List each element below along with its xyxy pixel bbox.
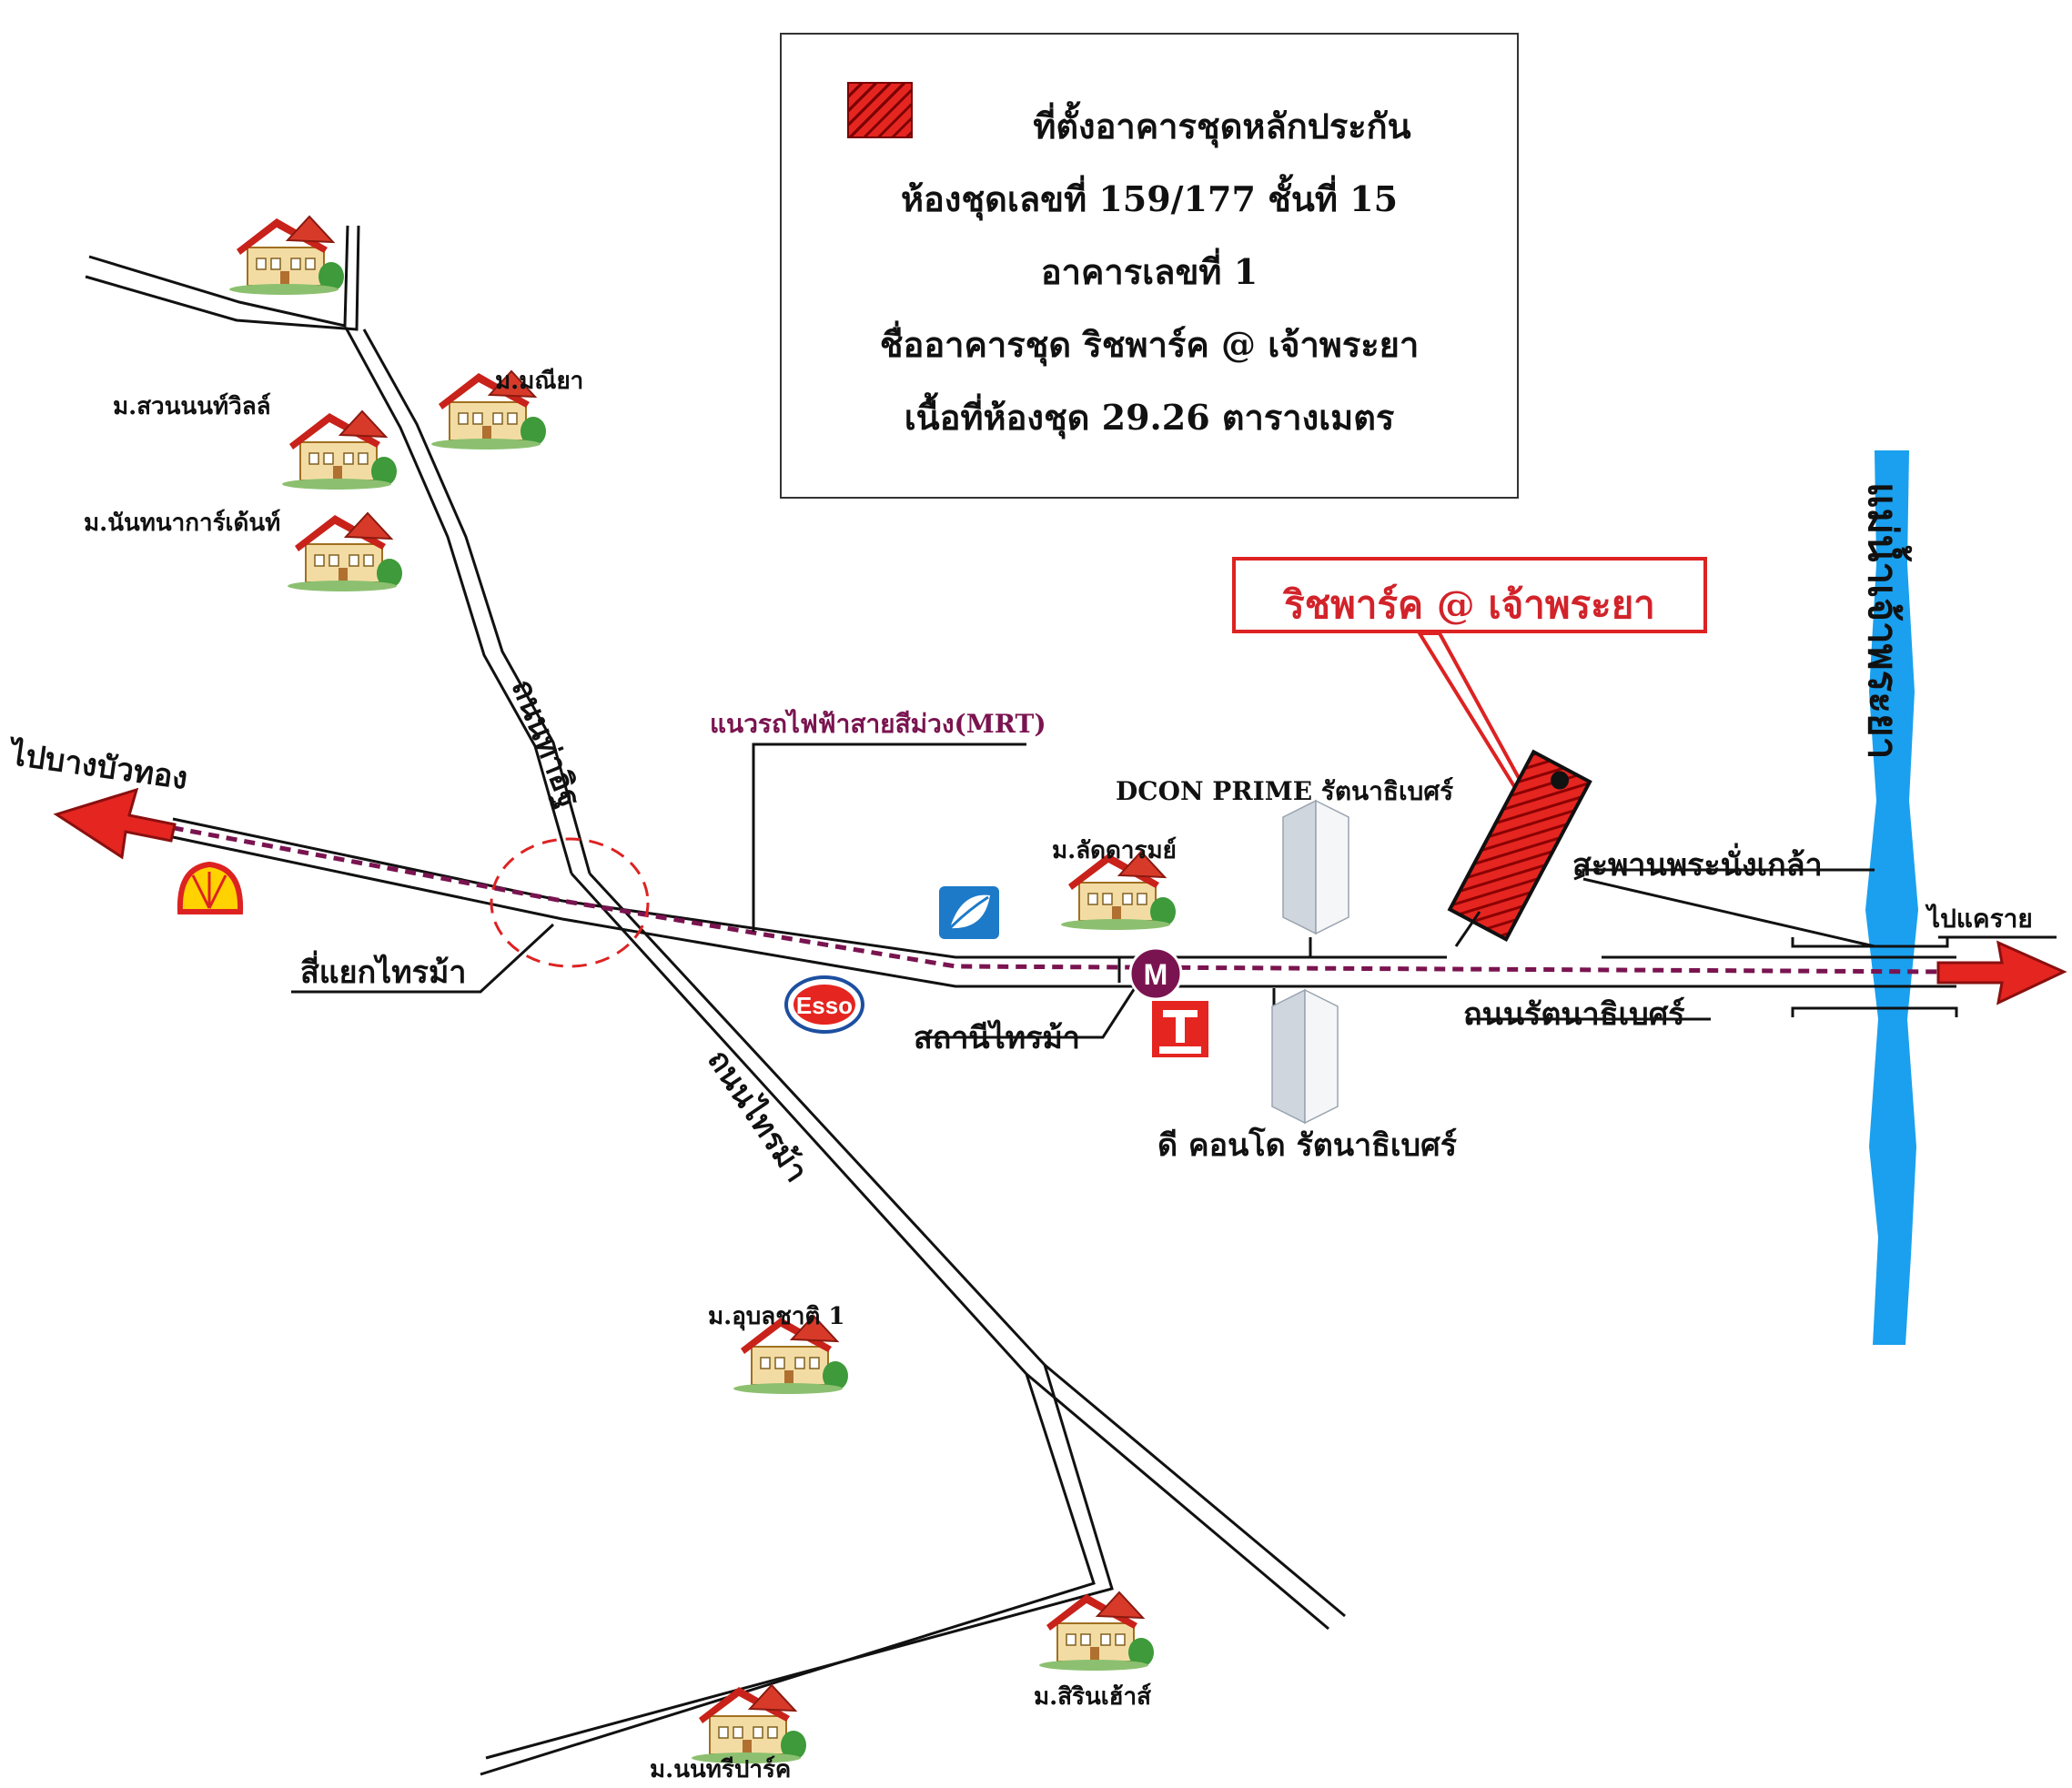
- label-sai-ma-intersection: สี่แยกไทรม้า: [300, 955, 467, 991]
- callout-label: ริชพาร์ค @ เจ้าพระยา: [1284, 582, 1655, 627]
- label-bridge: สะพานพระนั่งเกล้า: [1572, 847, 1823, 884]
- legend-title: ที่ตั้งอาคารชุดหลักประกัน: [1033, 106, 1411, 146]
- d-condo-tower: [1271, 989, 1339, 1124]
- label-village-ubon-chart: ม.อุบลชาติ 1: [708, 1303, 845, 1330]
- mrt-line: [154, 822, 1948, 975]
- leader-lines: [291, 742, 2057, 1039]
- rattanathibet-road: [172, 817, 1956, 1012]
- ptt-logo-icon: [939, 886, 999, 939]
- label-village-manee-ya: ม.มณียา: [495, 368, 584, 395]
- label-village-suan-non-villa: ม.สวนนนท์วิลล์: [113, 393, 271, 420]
- label-village-sirin-house: ม.สิรินเฮ้าส์: [1034, 1683, 1152, 1711]
- label-village-nanthana-garden: ม.นันทนาการ์เด้นท์: [84, 510, 281, 537]
- tha-it-road: [85, 225, 1346, 1776]
- legend-unit-line: ห้องชุดเลขที่ 159/177 ชั้นที่ 15: [900, 178, 1399, 219]
- mrt-logo-text: M: [1144, 958, 1168, 991]
- house-icon: [228, 216, 345, 296]
- project-building: [1447, 749, 1592, 942]
- label-rattanathibet-road: ถนนรัตนาธิเบศร์: [1463, 996, 1685, 1033]
- sai-ma-intersection-circle: [490, 837, 650, 968]
- arrow-to-khae-rai: [1936, 940, 2067, 1005]
- label-d-condo: ดี คอนโด รัตนาธิเบศร์: [1157, 1127, 1457, 1164]
- legend-area-line: เนื้อที่ห้องชุด 29.26 ตารางเมตร: [904, 397, 1395, 438]
- esso-logo-text: Esso: [796, 992, 853, 1019]
- dcon-prime-tower: [1282, 800, 1349, 934]
- label-river: แม่น้ำเจ้าพระยา: [1859, 482, 1905, 760]
- label-to-khae-rai: ไปแคราย: [1927, 904, 2033, 934]
- legend-name-line: ชื่ออาคารชุด ริชพาร์ค @ เจ้าพระยา: [879, 324, 1420, 365]
- label-sai-ma-station: สถานีไทรม้า: [914, 1020, 1080, 1056]
- label-mrt-line: แนวรถไฟฟ้าสายสีม่วง(MRT): [710, 709, 1046, 739]
- collateral-location-swatch: [847, 82, 913, 138]
- shell-logo-icon: [177, 861, 244, 914]
- label-village-nonthree-park: ม.นนทรีปาร์ค: [650, 1756, 792, 1783]
- label-village-ladda-rom: ม.ลัดดารมย์: [1052, 837, 1177, 864]
- isuzu-logo-icon: [1152, 1001, 1208, 1057]
- label-dcon-prime: DCON PRIME รัตนาธิเบศร์: [1116, 776, 1454, 806]
- project-callout: ริชพาร์ค @ เจ้าพระยา: [1232, 557, 1707, 633]
- river: [1865, 450, 1918, 1345]
- house-icon: [281, 410, 398, 490]
- mrt-station-icon: M: [1128, 946, 1183, 1001]
- house-icon: [287, 512, 403, 592]
- arrow-to-bang-bua-thong: [53, 787, 177, 860]
- legend-building-line: อาคารเลขที่ 1: [1040, 251, 1258, 292]
- esso-logo-icon: Esso: [784, 975, 864, 1034]
- legend-box: ที่ตั้งอาคารชุดหลักประกัน ห้องชุดเลขที่ …: [780, 33, 1519, 499]
